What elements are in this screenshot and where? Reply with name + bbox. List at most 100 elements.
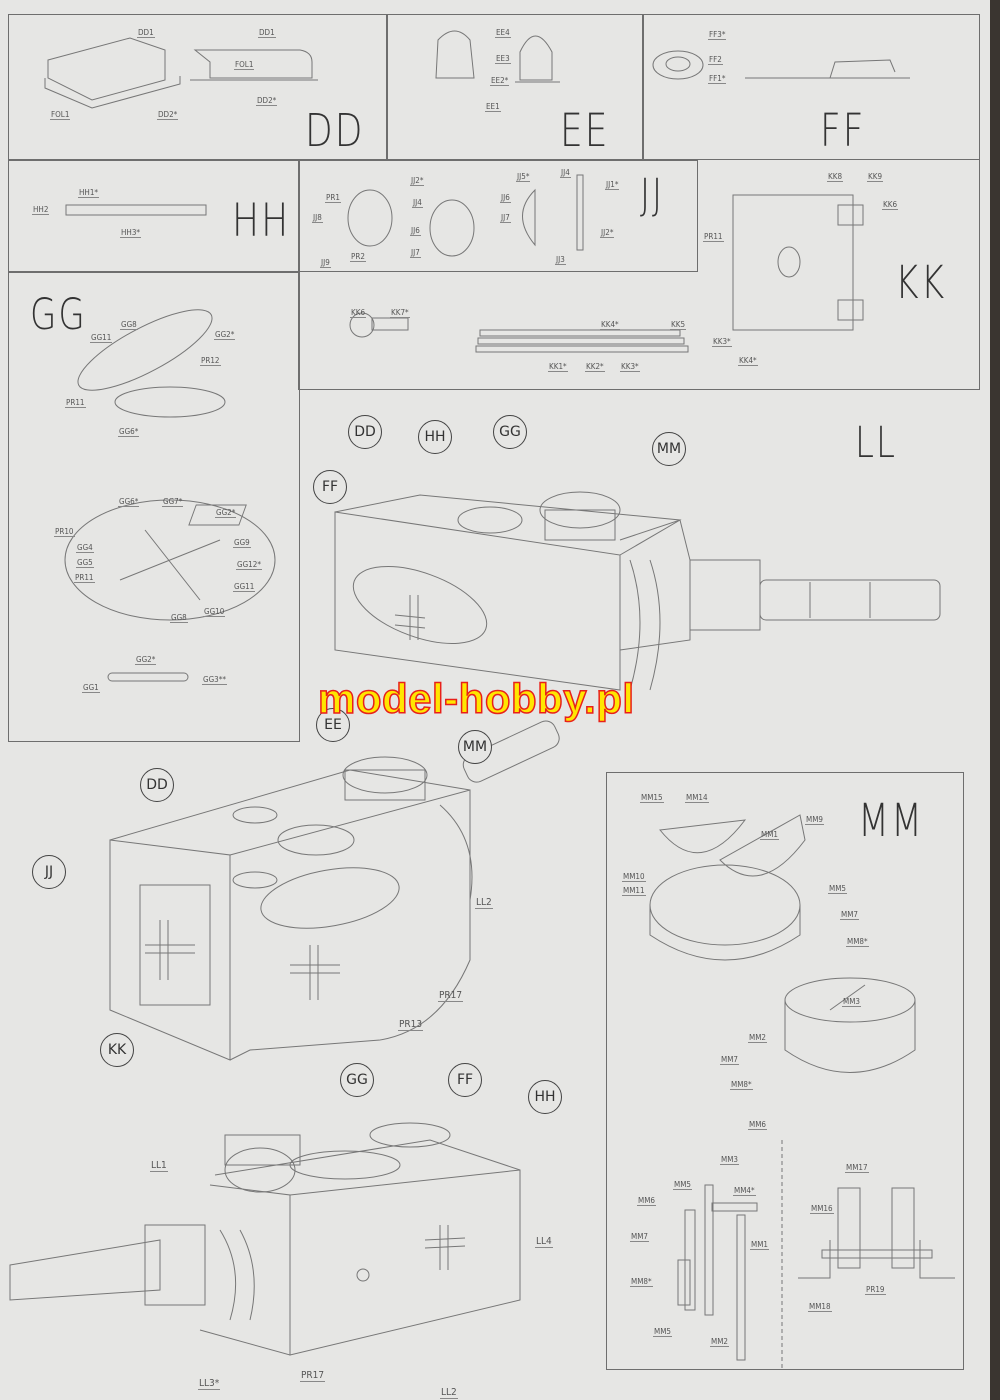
part-label: PR11 [703,232,724,242]
panel-ff [642,14,980,160]
panel-kk [298,160,980,390]
section-title-mm: MM [858,796,925,848]
callout-ff: FF [313,470,347,504]
part-label: GG11 [233,582,256,592]
callout-hh: HH [528,1080,562,1114]
part-label: MM10 [622,872,646,882]
part-label: KK4* [600,320,620,330]
part-label: LL3* [198,1378,221,1390]
callout-mm: MM [652,432,686,466]
part-label: JJ8 [312,213,323,223]
part-label: PR13 [398,1019,424,1031]
part-label: DD2* [157,110,179,120]
callout-dd: DD [348,415,382,449]
panel-gg [8,272,300,742]
part-label: MM5 [673,1180,692,1190]
part-label: JJ5* [516,172,531,182]
part-label: MM1 [760,830,779,840]
part-label: FOL1 [50,110,71,120]
part-label: GG8 [170,613,188,623]
part-label: KK3* [620,362,640,372]
section-title-jj: JJ [640,170,665,220]
part-label: MM3 [842,997,861,1007]
callout-gg: GG [493,415,527,449]
part-label: KK1* [548,362,568,372]
part-label: PR11 [65,398,86,408]
part-label: MM6 [748,1120,767,1130]
part-label: HH3* [120,228,142,238]
part-label: LL4 [535,1236,553,1248]
part-label: JJ3 [555,255,566,265]
part-label: LL2 [475,897,493,909]
part-label: GG5 [76,558,94,568]
section-title-kk: KK [895,258,947,310]
part-label: LL1 [150,1160,168,1172]
part-label: EE4 [495,28,511,38]
panel-hh [8,160,300,272]
section-title-ll: LL [855,418,897,468]
part-label: HH2 [32,205,50,215]
part-label: MM1 [750,1240,769,1250]
part-label: MM8* [846,937,869,947]
part-label: GG2* [215,508,237,518]
part-label: KK5 [670,320,687,330]
part-label: MM14 [685,793,709,803]
callout-dd: DD [140,768,174,802]
panel-dd [8,14,388,160]
part-label: JJ6 [410,226,421,236]
part-label: MM9 [805,815,824,825]
part-label: KK8 [827,172,844,182]
part-label: JJ7 [500,213,511,223]
part-label: GG3** [202,675,227,685]
part-label: GG10 [203,607,226,617]
part-label: MM5 [828,884,847,894]
part-label: EE1 [485,102,501,112]
callout-jj: JJ [32,855,66,889]
part-label: EE2* [490,76,510,86]
part-label: JJ4 [560,168,571,178]
part-label: FF2 [708,55,723,65]
part-label: MM15 [640,793,664,803]
part-label: JJ2* [600,228,615,238]
part-label: MM4* [733,1186,756,1196]
part-label: MM7 [840,910,859,920]
part-label: KK2* [585,362,605,372]
part-label: KK3* [712,337,732,347]
part-label: GG6* [118,497,140,507]
part-label: JJ6 [500,193,511,203]
part-label: MM7 [720,1055,739,1065]
part-label: MM11 [622,886,646,896]
section-title-gg: GG [30,290,87,340]
part-label: PR2 [350,252,366,262]
part-label: HH1* [78,188,100,198]
watermark: model-hobby.pl [317,674,635,723]
part-label: FOL1 [234,60,255,70]
part-label: GG9 [233,538,251,548]
part-label: PR17 [438,990,464,1002]
part-label: GG2* [135,655,157,665]
part-label: LL2 [440,1387,458,1399]
part-label: DD1 [137,28,155,38]
part-label: MM2 [748,1033,767,1043]
part-label: PR10 [54,527,75,537]
part-label: KK4* [738,356,758,366]
part-label: KK9 [867,172,884,182]
section-title-ff: FF [820,106,866,158]
panel-ee [386,14,644,160]
part-label: MM3 [720,1155,739,1165]
part-label: JJ2* [410,176,425,186]
part-label: PR17 [300,1370,326,1382]
part-label: DD2* [256,96,278,106]
part-label: FF3* [708,30,727,40]
part-label: GG6* [118,427,140,437]
part-label: JJ7 [410,248,421,258]
part-label: MM17 [845,1163,869,1173]
part-label: PR12 [200,356,221,366]
section-title-dd: DD [305,106,365,158]
callout-ee: EE [316,708,350,742]
part-label: GG2* [214,330,236,340]
callout-hh: HH [418,420,452,454]
panel-mm [606,772,964,1370]
